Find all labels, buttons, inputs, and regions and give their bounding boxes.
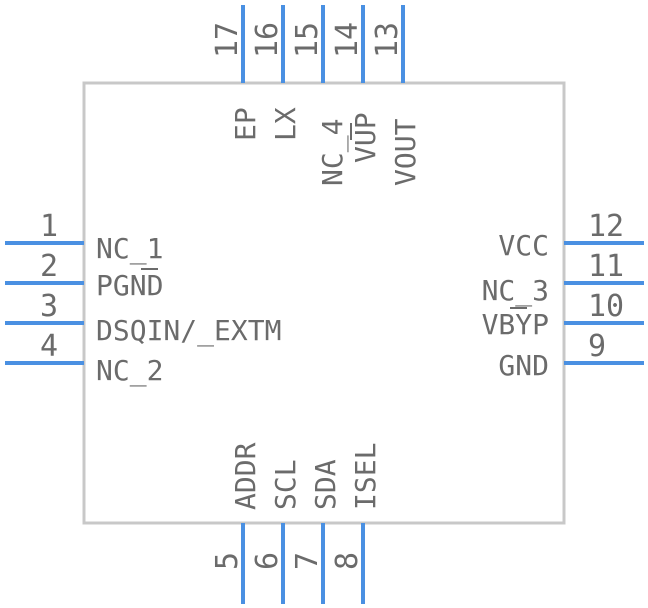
pin-1-number: 1 xyxy=(40,209,58,244)
pin-13-label: VOUT xyxy=(389,118,422,186)
pin-5: 5 ADDR xyxy=(210,442,262,604)
pin-1-label: NC_1 xyxy=(96,232,163,266)
pin-12-number: 12 xyxy=(588,209,624,244)
pin-13: 13 VOUT xyxy=(370,5,422,186)
pin-10: 10 VBYP xyxy=(482,289,644,341)
pin-15: 15 NC_4 xyxy=(290,5,350,186)
pin-7-number: 7 xyxy=(290,552,325,570)
pin-4-number: 4 xyxy=(40,329,58,364)
pin-11-label: NC_3 xyxy=(482,274,549,308)
pin-5-label: ADDR xyxy=(229,442,262,510)
pin-2-number: 2 xyxy=(40,249,58,284)
pin-3-label: DSQIN/_EXTM xyxy=(96,314,281,348)
pin-9: 9 GND xyxy=(498,329,644,382)
pin-14-label: VUP xyxy=(349,112,382,163)
pin-3-number: 3 xyxy=(40,289,58,324)
pin-11: 11 NC_3 xyxy=(482,249,644,308)
pin-8-number: 8 xyxy=(330,552,365,570)
pin-2-label: PGND xyxy=(96,269,163,302)
pin-14-number: 14 xyxy=(330,22,365,58)
pin-8: 8 ISEL xyxy=(330,443,382,604)
pin-16-number: 16 xyxy=(250,22,285,58)
pin-7: 7 SDA xyxy=(290,459,342,604)
pin-2: 2 PGND xyxy=(5,249,163,302)
pin-6: 6 SCL xyxy=(250,459,302,604)
pin-1: 1 NC_1 xyxy=(5,209,163,266)
pin-16-label: LX xyxy=(269,107,302,141)
pin-15-number: 15 xyxy=(290,22,325,58)
pin-10-number: 10 xyxy=(588,289,624,324)
pin-8-label: ISEL xyxy=(349,443,382,510)
pin-3: 3 DSQIN/_EXTM xyxy=(5,289,281,348)
pin-15-label: NC_4 xyxy=(316,119,350,186)
pin-6-label: SCL xyxy=(269,459,302,510)
pin-11-number: 11 xyxy=(588,249,624,284)
pin-9-label: GND xyxy=(498,349,549,382)
pin-13-number: 13 xyxy=(370,22,405,58)
pin-14: 14 VUP xyxy=(330,5,382,163)
pin-6-number: 6 xyxy=(250,552,285,570)
pin-9-number: 9 xyxy=(588,329,606,364)
pin-16: 16 LX xyxy=(250,5,302,141)
pin-12-label: VCC xyxy=(498,229,549,262)
pin-4-label: NC_2 xyxy=(96,354,163,388)
pin-17: 17 EP xyxy=(210,5,262,141)
pin-5-number: 5 xyxy=(210,552,245,570)
pin-17-number: 17 xyxy=(210,22,245,58)
pin-10-label: VBYP xyxy=(482,308,549,341)
pin-4: 4 NC_2 xyxy=(5,329,163,388)
pin-12: 12 VCC xyxy=(498,209,644,262)
component-body xyxy=(82,81,566,525)
pin-17-label: EP xyxy=(229,107,262,141)
pin-7-label: SDA xyxy=(309,459,342,510)
